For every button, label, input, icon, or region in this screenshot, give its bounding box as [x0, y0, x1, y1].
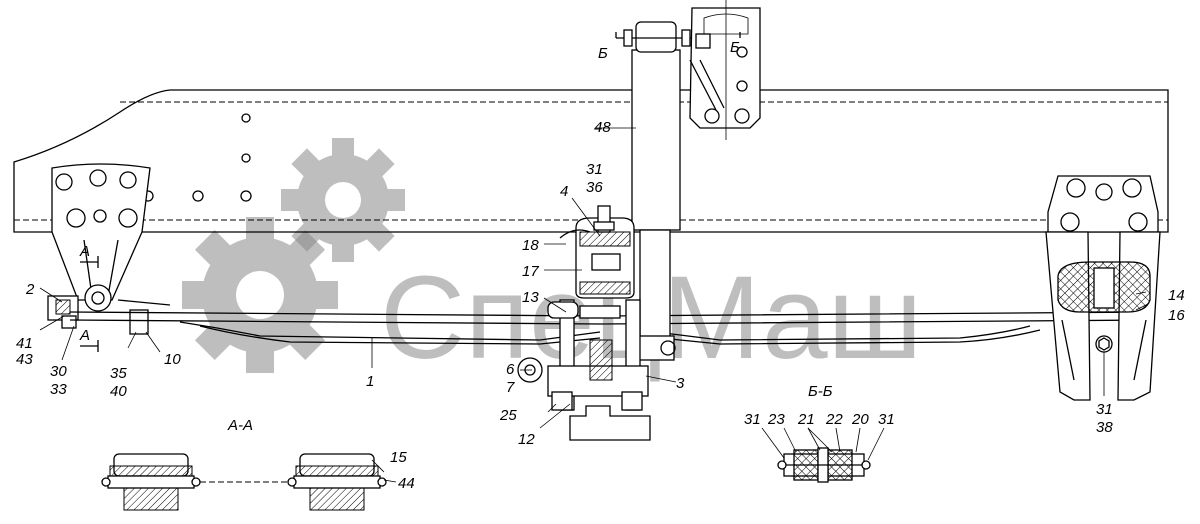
callout-3: 3: [676, 375, 685, 392]
section-mark-b-right: Б: [730, 39, 740, 56]
callout-48: 48: [594, 119, 611, 136]
section-mark-b-left: Б: [598, 45, 608, 62]
callout-36: 36: [586, 179, 603, 196]
section-view-b-b: [777, 447, 871, 483]
leader-lines: [39, 127, 1149, 483]
gear-icon: [182, 217, 338, 373]
callout-31-bb-left: 31: [744, 411, 761, 428]
callout-labels: 2 41 43 30 33 35 40 10 1 48 31 36 4 18 1…: [16, 119, 1185, 492]
callout-10: 10: [164, 351, 181, 368]
callout-41: 41: [16, 335, 33, 352]
rear-spring-bracket: [1045, 175, 1161, 401]
rubber-bumper: [559, 205, 635, 299]
callout-7: 7: [506, 379, 515, 396]
section-title-aa: А-А: [227, 417, 253, 434]
callout-22: 22: [825, 411, 843, 428]
callout-15: 15: [390, 449, 407, 466]
callout-6: 6: [506, 361, 515, 378]
shock-absorber: [616, 21, 700, 361]
section-view-a-a: [101, 453, 387, 511]
section-title-bb: Б-Б: [808, 383, 833, 400]
callout-2: 2: [25, 281, 35, 298]
callout-17: 17: [522, 263, 539, 280]
callout-35: 35: [110, 365, 127, 382]
section-titles: А-А Б-Б: [227, 383, 833, 434]
callout-31-top: 31: [586, 161, 603, 178]
callout-33: 33: [50, 381, 67, 398]
callout-18: 18: [522, 237, 539, 254]
front-spring-bracket: [47, 163, 171, 335]
watermark: СпецМаш: [182, 138, 922, 384]
callout-14: 14: [1168, 287, 1185, 304]
callout-20: 20: [851, 411, 869, 428]
callout-38: 38: [1096, 419, 1113, 436]
shock-upper-bracket: [689, 0, 761, 140]
callout-23: 23: [767, 411, 785, 428]
section-mark-a-bottom: А: [79, 327, 90, 344]
section-marks: А А Б Б: [79, 32, 741, 352]
callout-43: 43: [16, 351, 33, 368]
callout-16: 16: [1168, 307, 1185, 324]
callout-31-right: 31: [1096, 401, 1113, 418]
callout-40: 40: [110, 383, 127, 400]
callout-44: 44: [398, 475, 415, 492]
callout-31-bb-right: 31: [878, 411, 895, 428]
callout-4: 4: [560, 183, 568, 200]
section-mark-a-top: А: [79, 243, 90, 260]
callout-30: 30: [50, 363, 67, 380]
callout-13: 13: [522, 289, 539, 306]
callout-1: 1: [366, 373, 374, 390]
gear-icon: [281, 138, 405, 262]
axle-clamp: [517, 299, 651, 441]
callout-21: 21: [797, 411, 815, 428]
callout-12: 12: [518, 431, 535, 448]
callout-25: 25: [499, 407, 517, 424]
